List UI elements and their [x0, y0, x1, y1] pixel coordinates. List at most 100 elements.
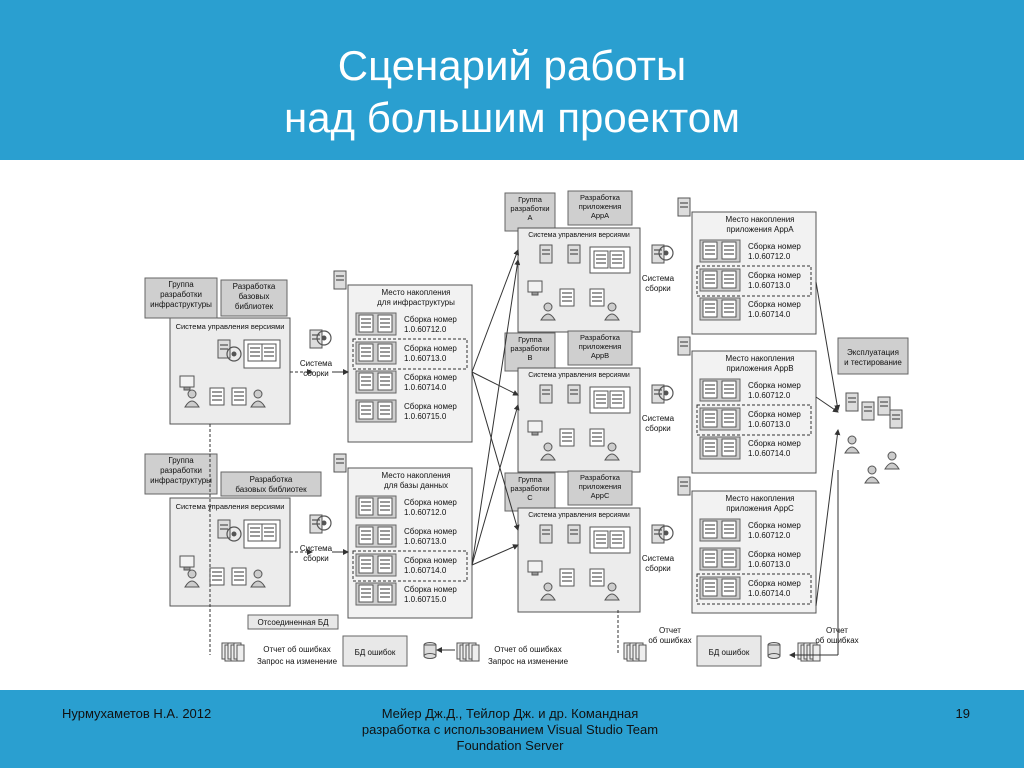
db-build-prefix-1: Сборка номер [404, 498, 457, 507]
infra-top-dev-monitor-1-stand [183, 386, 191, 391]
bug-db-1-box [342, 635, 408, 667]
app-c-build-label-line-1: Система [642, 554, 675, 563]
app-a-dev-monitor-stand [531, 291, 539, 296]
app-c-group-label-line-3: C [527, 493, 533, 502]
infra-top-dev-monitor-1 [179, 375, 195, 388]
app-b-build-prefix-2: Сборка номер [748, 410, 801, 419]
infra-top-build-label-line-1: Система [300, 359, 333, 368]
infra-bottom-vcs-box [169, 497, 291, 607]
citation-line-1: Мейер Дж.Д., Тейлор Дж. и др. Командная [381, 706, 639, 721]
ops-user-2-body [864, 476, 880, 484]
infra-top-group-box [144, 277, 218, 319]
app-c-dev-user-2-body [604, 593, 620, 601]
app-drop-to-ops-link-1 [815, 281, 841, 411]
infra-build-prefix-2: Сборка номер [404, 344, 457, 353]
infra-drop-title-line-2: для инфраструктуры [377, 298, 455, 307]
infra-bottom-vcs-process-hub [231, 531, 237, 537]
db-build-number-3: 1.0.60714.0 [404, 566, 447, 575]
ops-user-2-head [867, 465, 877, 475]
infra-bottom-group-label-line-2: разработки [160, 466, 202, 475]
bug-report-split-2-line-1: Отчет [826, 626, 848, 635]
infra-bottom-vcs-label: Система управления версиями [176, 502, 285, 511]
infra-top-group-label-line-1: Группа [168, 280, 194, 289]
infra-build-prefix-1: Сборка номер [404, 315, 457, 324]
app-c-build-prefix-1: Сборка номер [748, 521, 801, 530]
docs-stack-3-sheet-6 [638, 644, 647, 662]
infra-bottom-dev-monitor-1-stand [183, 566, 191, 571]
infra-build-prefix-4: Сборка номер [404, 402, 457, 411]
app-b-group-box [504, 332, 556, 372]
infra-bottom-group-label-line-3: инфраструктуры [150, 476, 212, 485]
infra-build-prefix-3: Сборка номер [404, 373, 457, 382]
citation-line-2: разработка с использованием Visual Studi… [361, 722, 659, 737]
citation-line-3: Foundation Server [456, 738, 564, 753]
infra-bottom-dev-user-2-body [250, 580, 266, 588]
app-a-build-prefix-1: Сборка номер [748, 242, 801, 251]
docs-stack-1-sheet-6 [236, 644, 245, 662]
infra-top-vcs-process [226, 346, 242, 362]
docs-stack-2-sheet-6 [471, 644, 480, 662]
app-a-build-prefix-2: Сборка номер [748, 271, 801, 280]
app-c-dev-monitor [527, 560, 543, 573]
app-a-build-number-2: 1.0.60713.0 [748, 281, 791, 290]
slide-title: Сценарий работы над большим проектом [0, 40, 1024, 144]
ops-label-line-1: Эксплуатация [847, 348, 899, 357]
app-a-build-label-line-1: Система [642, 274, 675, 283]
infra-bottom-dev-monitor-1 [179, 555, 195, 568]
infra-bottom-group-label-line-1: Группа [168, 456, 194, 465]
app-a-dev-box [567, 190, 633, 226]
infra-top-dev-user-2-body [250, 400, 266, 408]
app-a-build-number-1: 1.0.60712.0 [748, 252, 791, 261]
app-b-build-number-2: 1.0.60713.0 [748, 420, 791, 429]
infra-top-dev-user-1-body [184, 400, 200, 408]
app-b-dev-user-head [543, 442, 553, 452]
app-c-build-number-1: 1.0.60712.0 [748, 531, 791, 540]
ops-user-3-body [884, 462, 900, 470]
drop-to-app-link-6 [471, 544, 519, 566]
db-build-number-2: 1.0.60713.0 [404, 537, 447, 546]
app-c-build-prefix-3: Сборка номер [748, 579, 801, 588]
app-a-build-gear [658, 245, 674, 261]
app-a-dev-user-2-body [604, 313, 620, 321]
app-a-build-prefix-3: Сборка номер [748, 300, 801, 309]
app-b-dev-label-line-3: AppB [591, 351, 609, 360]
app-a-dev-user-2-head [607, 302, 617, 312]
infra-bottom-build-label-line-1: Система [300, 544, 333, 553]
app-a-dev-user-body [540, 313, 556, 321]
docs-stack-4-sheet-6 [812, 644, 821, 662]
infra-bottom-baselib-label-line-1: Разработка [250, 475, 293, 484]
db-build-number-4: 1.0.60715.0 [404, 595, 447, 604]
app-a-group-box [504, 192, 556, 232]
drop-to-app-link-3 [471, 371, 520, 531]
ops-user-1-body [844, 446, 860, 454]
bug-db-1-cylinder-bottom [423, 653, 437, 659]
app-c-dev-box [567, 470, 633, 506]
infra-bottom-dev-user-2-head [253, 569, 263, 579]
app-a-group-label-line-1: Группа [518, 195, 543, 204]
app-a-dev-label-line-1: Разработка [580, 193, 621, 202]
app-c-build-highlight-3 [696, 573, 812, 605]
infra-top-baselib-box [220, 279, 288, 317]
app-a-drop-title-line-2: приложения AppA [726, 225, 794, 234]
app-b-drop-title-line-2: приложения AppB [726, 364, 793, 373]
app-a-dev-label-line-2: приложения [579, 202, 622, 211]
app-a-dev-label-line-3: AppA [591, 211, 609, 220]
app-a-vcs-box [517, 227, 641, 333]
infra-build-number-3: 1.0.60714.0 [404, 383, 447, 392]
app-b-build-number-1: 1.0.60712.0 [748, 391, 791, 400]
infra-bottom-baselib-box [220, 471, 322, 497]
app-b-dev-monitor-stand [531, 431, 539, 436]
infra-top-dev-user-2-head [253, 389, 263, 399]
app-c-dev-monitor-stand [531, 571, 539, 576]
bug-report-split-1-line-1: Отчет [659, 626, 681, 635]
footer-author: Нурмухаметов Н.А. 2012 [62, 706, 212, 721]
drop-to-app-link-4 [471, 259, 521, 566]
app-b-group-label-line-3: B [527, 353, 532, 362]
db-build-prefix-2: Сборка номер [404, 527, 457, 536]
infra-top-build-label-line-2: сборки [303, 369, 328, 378]
app-a-dev-user-head [543, 302, 553, 312]
change-request-label-2: Запрос на изменение [488, 657, 569, 666]
infra-top-group-label-line-2: разработки [160, 290, 202, 299]
db-build-number-1: 1.0.60712.0 [404, 508, 447, 517]
